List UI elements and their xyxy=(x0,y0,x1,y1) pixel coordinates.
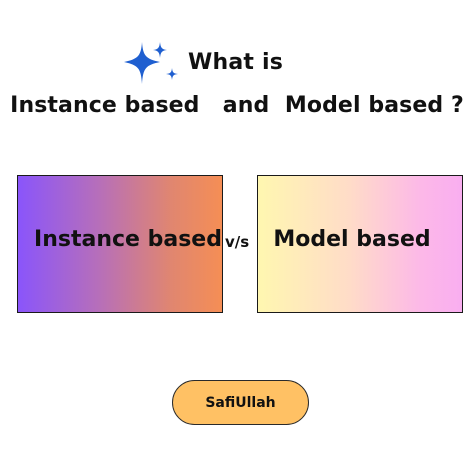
sparkle-stars-icon xyxy=(124,42,178,84)
instance-based-card: Instance based xyxy=(17,175,223,313)
model-based-card: Model based xyxy=(257,175,463,313)
model-based-label: Model based xyxy=(273,226,431,252)
headline-line-2: Instance based and Model based ? xyxy=(10,93,464,118)
instance-based-label: Instance based xyxy=(34,226,222,252)
author-badge[interactable]: SafiUllah xyxy=(172,380,309,425)
versus-label: v/s xyxy=(225,233,250,251)
headline-line-1: What is xyxy=(188,50,283,75)
author-name: SafiUllah xyxy=(205,394,276,411)
